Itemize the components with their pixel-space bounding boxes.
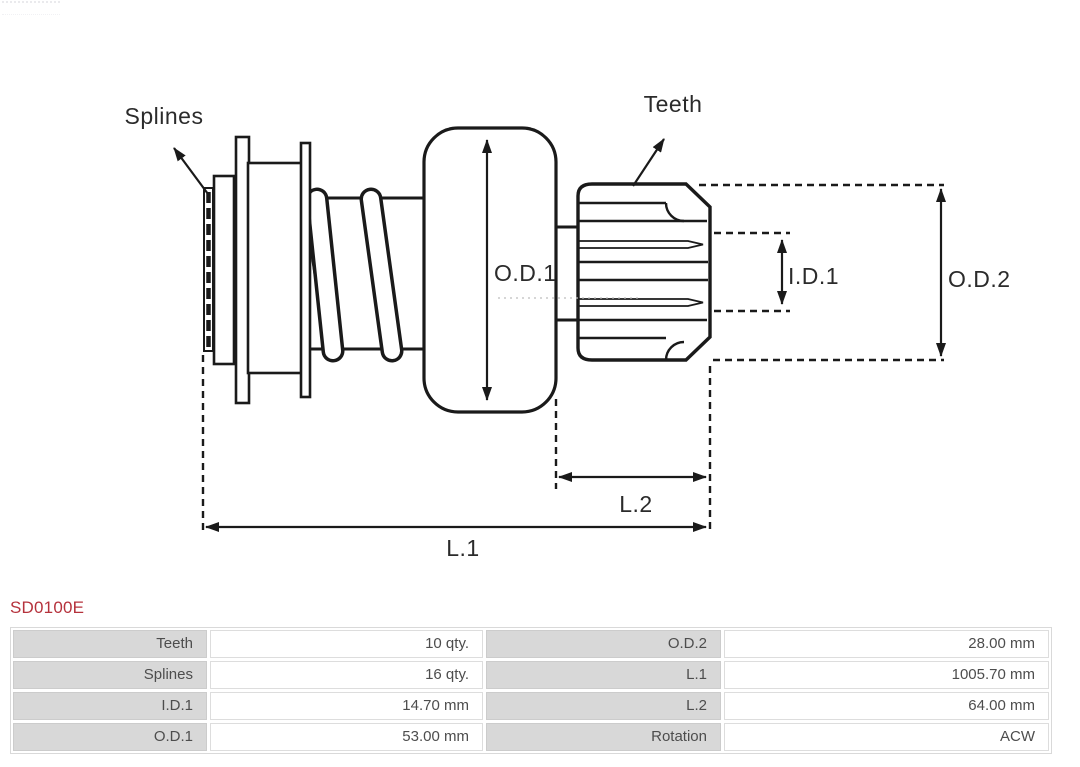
gear-teeth-lines [578, 201, 708, 361]
spec-label: Rotation [486, 723, 721, 751]
spec-value: 10 qty. [210, 630, 483, 658]
spec-label: I.D.1 [13, 692, 207, 720]
splined-shaft [203, 135, 312, 405]
teeth-label: Teeth [644, 91, 703, 117]
l2-label: L.2 [619, 491, 652, 517]
spec-value: 16 qty. [210, 661, 483, 689]
splines-label: Splines [125, 103, 204, 129]
od1-label: O.D.1 [494, 260, 557, 286]
pinion-gear [576, 182, 712, 362]
spec-value: 1005.70 mm [724, 661, 1049, 689]
spec-value: 53.00 mm [210, 723, 483, 751]
splines-leader-arrow [173, 147, 209, 195]
spec-value: 14.70 mm [210, 692, 483, 720]
spec-label: O.D.1 [13, 723, 207, 751]
teeth-leader-arrow [632, 138, 665, 187]
spec-value: 64.00 mm [724, 692, 1049, 720]
spec-value: 28.00 mm [724, 630, 1049, 658]
spec-value: ACW [724, 723, 1049, 751]
spec-label: O.D.2 [486, 630, 721, 658]
dimension-arrows [173, 138, 946, 532]
spec-table: Teeth 10 qty. O.D.2 28.00 mm Splines 16 … [10, 627, 1052, 754]
spring [302, 187, 426, 363]
construction-lines [201, 183, 944, 535]
od2-label: O.D.2 [948, 266, 1011, 292]
spec-label: L.2 [486, 692, 721, 720]
l1-label: L.1 [446, 535, 479, 561]
faint-logo-watermark [2, 1, 60, 15]
spec-label: Teeth [13, 630, 207, 658]
spec-label: L.1 [486, 661, 721, 689]
spec-label: Splines [13, 661, 207, 689]
technical-drawing: Splines Teeth O.D.1 I.D.1 O.D.2 L.2 L.1 [125, 91, 1011, 561]
part-number: SD0100E [10, 598, 85, 617]
id1-label: I.D.1 [788, 263, 839, 289]
